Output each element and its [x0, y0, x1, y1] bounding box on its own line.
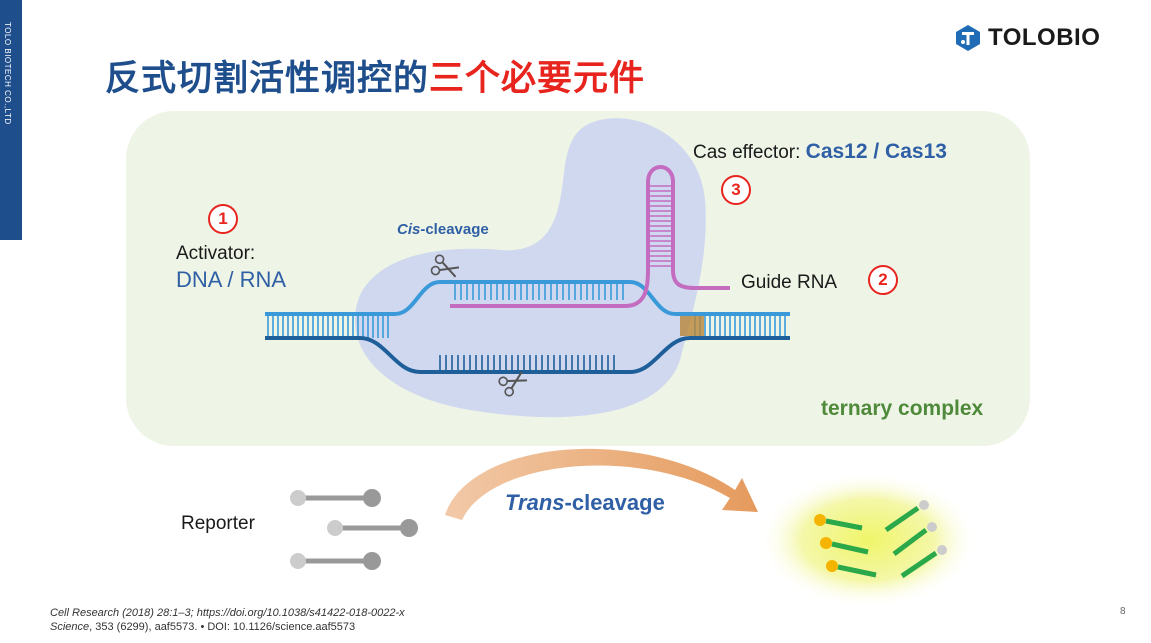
title-part-1: 反式切割活性调控的 [105, 59, 430, 99]
sidebar-strip: TOLO BIOTECH CO.,LTD [0, 0, 22, 240]
pam-site [680, 316, 704, 336]
tolobio-logo-icon [956, 25, 980, 51]
cas-effector-number-badge: 3 [721, 175, 751, 205]
trans-italic: Trans [505, 490, 565, 515]
page-title: 反式切割活性调控的三个必要元件 [105, 50, 645, 101]
logo-text: TOLOBIO [988, 24, 1101, 51]
trans-cleavage-label: Trans-cleavage [505, 490, 665, 516]
scissors-icon-lower [498, 371, 527, 397]
cleaved-reporters [814, 500, 947, 579]
guide-rna-ticks [650, 185, 671, 267]
dna-top-strand [265, 280, 790, 316]
ternary-complex-label: ternary complex [821, 397, 984, 420]
dna-bottom-strand [265, 336, 790, 374]
dna-top-strand-ticks [267, 284, 786, 338]
references: Cell Research (2018) 28:1–3; https://doi… [50, 606, 405, 634]
reference-2: Science, 353 (6299), aaf5573. • DOI: 10.… [50, 620, 405, 634]
activator-type: DNA / RNA [176, 267, 287, 292]
guide-rna-strand [450, 165, 730, 308]
trans-rest: -cleavage [564, 490, 665, 515]
reporter-molecules [290, 489, 418, 570]
dna-bottom-strand-ticks [439, 355, 615, 370]
title-part-2: 三个必要元件 [429, 59, 646, 99]
reference-1-text: Cell Research (2018) 28:1–3; https://doi… [50, 607, 405, 619]
reference-2-journal: Science [50, 621, 90, 633]
reference-2-details: , 353 (6299), aaf5573. • DOI: 10.1126/sc… [89, 621, 356, 633]
cas-effector-prefix: Cas effector: [693, 142, 806, 163]
cas-effector-label: Cas effector: Cas12 / Cas13 [693, 140, 947, 164]
brand-logo: TOLOBIO [954, 24, 1100, 52]
trans-cleavage-arrow [445, 448, 758, 520]
scissors-icon [430, 254, 460, 278]
guide-rna-number-badge: 2 [868, 265, 898, 295]
sidebar-company-text: TOLO BIOTECH CO.,LTD [3, 22, 12, 125]
page-number: 8 [1120, 606, 1126, 617]
reference-1: Cell Research (2018) 28:1–3; https://doi… [50, 606, 405, 620]
reporter-label: Reporter [181, 513, 255, 534]
cis-rest: -cleavage [420, 221, 489, 238]
effector-blob [354, 118, 706, 418]
activator-label: Activator: [176, 243, 256, 264]
cis-italic: Cis [397, 221, 421, 238]
activator-number-badge: 1 [208, 204, 238, 234]
cis-cleavage-label: Cis-cleavage [397, 221, 489, 238]
fluorescence-glow [758, 472, 978, 608]
guide-rna-label: Guide RNA [741, 272, 838, 293]
cas-effector-value: Cas12 / Cas13 [805, 140, 947, 163]
